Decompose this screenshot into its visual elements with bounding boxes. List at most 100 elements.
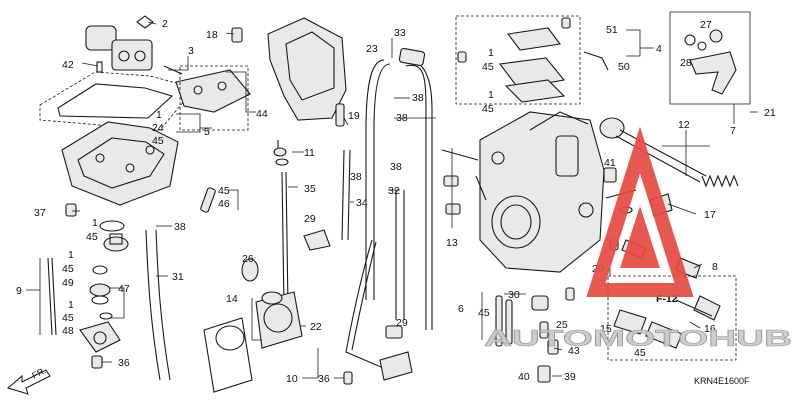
callout-29: 29 — [396, 317, 408, 329]
callout-2: 2 — [162, 18, 168, 30]
float-bowl — [61, 121, 179, 206]
callout-38: 38 — [390, 161, 402, 173]
callout-13: 13 — [446, 237, 458, 249]
callout-22: 22 — [310, 321, 322, 333]
callout-31: 31 — [172, 271, 184, 283]
callout-19: 19 — [348, 110, 360, 122]
link-rod — [345, 239, 413, 381]
fitting-15 — [613, 309, 683, 349]
callout-32: 32 — [388, 185, 400, 197]
callout-50: 50 — [618, 61, 630, 73]
callout-4: 4 — [656, 43, 662, 55]
callout-45: 45 — [86, 231, 98, 243]
watermark-triangle-icon — [586, 126, 694, 297]
insulator — [255, 291, 303, 349]
drain-screw — [65, 203, 77, 217]
throttle-valve-stop — [273, 140, 289, 309]
callout-38: 38 — [350, 171, 362, 183]
callout-34: 34 — [356, 197, 368, 209]
callout-12: 12 — [678, 119, 690, 131]
hot-start-lever — [684, 29, 737, 95]
leader-lines — [26, 21, 758, 379]
callout-1: 1 — [488, 89, 494, 101]
float-bowl-gasket — [39, 71, 196, 131]
callout-38: 38 — [412, 92, 424, 104]
callout-1: 1 — [156, 109, 162, 121]
callout-25: 25 — [556, 319, 568, 331]
callout-35: 35 — [304, 183, 316, 195]
callout-29: 29 — [304, 213, 316, 225]
callout-44: 44 — [256, 108, 268, 120]
o-ring-plug — [99, 220, 129, 252]
callout-16: 16 — [704, 323, 716, 335]
insulator-gasket — [203, 317, 253, 393]
choke-cable-group-13 — [441, 149, 487, 215]
callout-1: 1 — [68, 249, 74, 261]
throttle-cover — [267, 17, 347, 121]
callout-38: 38 — [174, 221, 186, 233]
callout-41: 41 — [604, 157, 616, 169]
right-kit-box — [607, 275, 737, 361]
callout-15: 15 — [600, 323, 612, 335]
callout-17: 17 — [704, 209, 716, 221]
screw-36 — [343, 371, 353, 385]
callout-36: 36 — [318, 373, 330, 385]
callout-14: 14 — [226, 293, 238, 305]
callout-18: 18 — [206, 29, 218, 41]
callout-45: 45 — [152, 135, 164, 147]
watermark: AUTOMOTOHUB — [484, 126, 792, 351]
accelerator-pump-parts — [79, 265, 121, 369]
callout-46: 46 — [218, 198, 230, 210]
callout-1: 1 — [68, 299, 74, 311]
jets-bottom — [495, 287, 575, 383]
callout-21: 21 — [764, 107, 776, 119]
carburetor-body — [479, 111, 605, 273]
callout-23: 23 — [366, 43, 378, 55]
callout-24: 24 — [152, 122, 164, 134]
callout-36: 36 — [118, 357, 130, 369]
callout-48: 48 — [62, 325, 74, 337]
callout-26: 26 — [242, 253, 254, 265]
callout-45: 45 — [482, 103, 494, 115]
callout-42: 42 — [62, 59, 74, 71]
screw-19 — [335, 103, 345, 127]
callout-37: 37 — [34, 207, 46, 219]
callout-45: 45 — [62, 312, 74, 324]
callout-33: 33 — [394, 27, 406, 39]
callout-45: 45 — [218, 185, 230, 197]
cable-bracket — [303, 229, 331, 251]
top-kit-parts — [457, 17, 609, 103]
vent-tubes — [365, 47, 433, 330]
callout-3: 3 — [188, 45, 194, 57]
callout-6: 6 — [458, 303, 464, 315]
callout-11: 11 — [304, 147, 315, 159]
callout-5: 5 — [204, 126, 210, 138]
callout-1: 1 — [92, 217, 98, 229]
callout-27: 27 — [700, 19, 712, 31]
cover-gasket — [175, 65, 251, 131]
callout-45: 45 — [634, 347, 646, 359]
callout-43: 43 — [568, 345, 580, 357]
part-26 — [241, 258, 259, 282]
top-right-box — [669, 11, 751, 105]
small-screw — [96, 61, 103, 73]
top-cover — [85, 15, 154, 71]
callout-45: 45 — [478, 307, 490, 319]
callout-51: 51 — [606, 24, 618, 36]
fuel-fitting-16 — [675, 295, 721, 321]
fr-arrow-icon: FR. — [6, 365, 51, 395]
vent-tube-left — [145, 229, 171, 381]
callout-45: 45 — [62, 263, 74, 275]
top-kit-box — [455, 15, 581, 105]
callout-9: 9 — [16, 285, 22, 297]
jet-needle-left — [47, 257, 57, 336]
callout-28: 28 — [680, 57, 692, 69]
callout-47: 47 — [118, 283, 130, 295]
screw-18 — [231, 27, 243, 43]
callout-1: 1 — [488, 47, 494, 59]
callout-40: 40 — [518, 371, 530, 383]
callout-8: 8 — [712, 261, 718, 273]
callout-49: 49 — [62, 277, 74, 289]
